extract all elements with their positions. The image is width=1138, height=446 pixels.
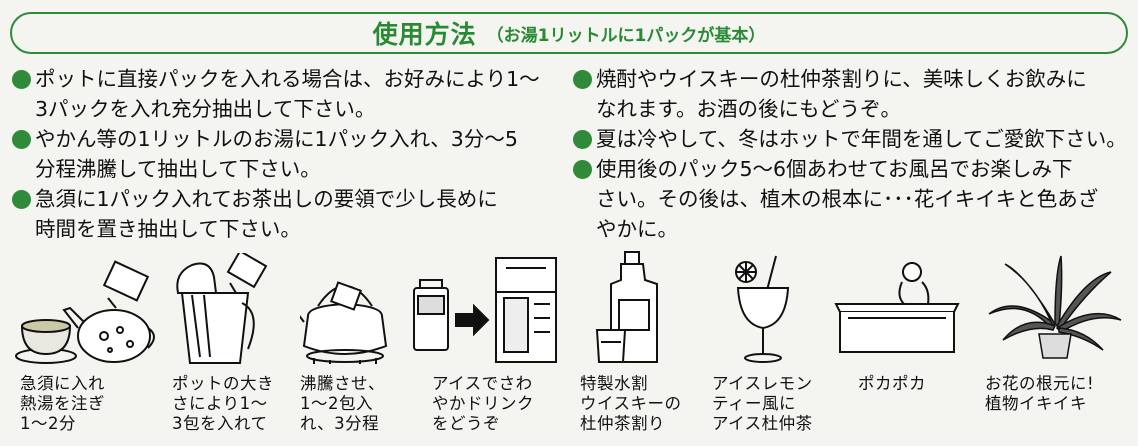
instructions-left: ポットに直接パックを入れる場合は、お好みにより1～ 3パックを入れ充分抽出して下… (12, 64, 567, 244)
cooler-to-fridge-icon (413, 257, 557, 363)
bullet-icon (12, 190, 31, 209)
list-item-text: 使用後のパック5～6個あわせてお風呂でお楽しみ下 さい。その後は、植木の根本に･… (596, 157, 1099, 241)
bullet-icon (573, 130, 592, 149)
list-item-text: 急須に1パック入れてお茶出しの要領で少し長めに 時間を置き抽出して下さい。 (35, 187, 498, 241)
list-item: 使用後のパック5～6個あわせてお風呂でお楽しみ下 さい。その後は、植木の根本に･… (573, 154, 1133, 244)
bullet-icon (573, 70, 592, 89)
bullet-icon (12, 70, 31, 89)
list-item: やかん等の1リットルのお湯に1パック入れ、3分～5 分程沸騰して抽出して下さい。 (12, 124, 567, 184)
list-item: 急須に1パック入れてお茶出しの要領で少し長めに 時間を置き抽出して下さい。 (12, 184, 567, 244)
caption-ice-lemon-tea: アイスレモン ティー風に アイス杜仲茶 (712, 374, 813, 433)
cocktail-glass-icon (735, 255, 790, 363)
thermos-pot-icon (176, 253, 268, 364)
list-item: ポットに直接パックを入れる場合は、お好みにより1～ 3パックを入れ充分抽出して下… (12, 64, 567, 124)
potted-plant-icon (988, 255, 1122, 359)
caption-whisky: 特製水割 ウイスキーの 杜仲茶割り (580, 374, 682, 433)
caption-teapot: 急須に入れ 熱湯を注ぎ 1～2分 (20, 374, 105, 433)
list-item: 焼酎やウイスキーの杜仲茶割りに、美味しくお飲みに なれます。お酒の後にもどうぞ。 (573, 64, 1133, 124)
caption-kettle: 沸騰させ、 1～2包入 れ、3分程 (300, 374, 385, 433)
bullet-icon (573, 160, 592, 179)
caption-ice-drink: アイスでさわ やかドリンク をどうぞ (432, 374, 534, 433)
page-title: 使用方法 (372, 20, 477, 49)
bullet-icon (12, 130, 31, 149)
whisky-glass-icon (595, 251, 658, 363)
usage-header: 使用方法 （お湯1リットルに1パックが基本） (10, 12, 1128, 54)
instructions-right: 焼酎やウイスキーの杜仲茶割りに、美味しくお飲みに なれます。お酒の後にもどうぞ。… (573, 64, 1133, 244)
list-item-text: 夏は冷やして、冬はホットで年間を通してご愛飲下さい。 (596, 127, 1127, 151)
caption-pot: ポットの大き さにより1～ 3包を入れて (172, 374, 274, 433)
list-item: 夏は冷やして、冬はホットで年間を通してご愛飲下さい。 (573, 124, 1133, 154)
illustration-row (0, 248, 1138, 368)
caption-plant: お花の根元に! 植物イキイキ (985, 374, 1095, 413)
list-item-text: ポットに直接パックを入れる場合は、お好みにより1～ 3パックを入れ充分抽出して下… (35, 67, 540, 121)
list-item-text: やかん等の1リットルのお湯に1パック入れ、3分～5 分程沸騰して抽出して下さい。 (35, 127, 518, 181)
kettle-icon (300, 281, 388, 364)
page-subtitle: （お湯1リットルに1パックが基本） (486, 25, 766, 46)
bathtub-icon (834, 262, 960, 353)
caption-bath: ポカポカ (858, 374, 926, 393)
teapot-icon (15, 260, 155, 364)
list-item-text: 焼酎やウイスキーの杜仲茶割りに、美味しくお飲みに なれます。お酒の後にもどうぞ。 (596, 67, 1087, 121)
